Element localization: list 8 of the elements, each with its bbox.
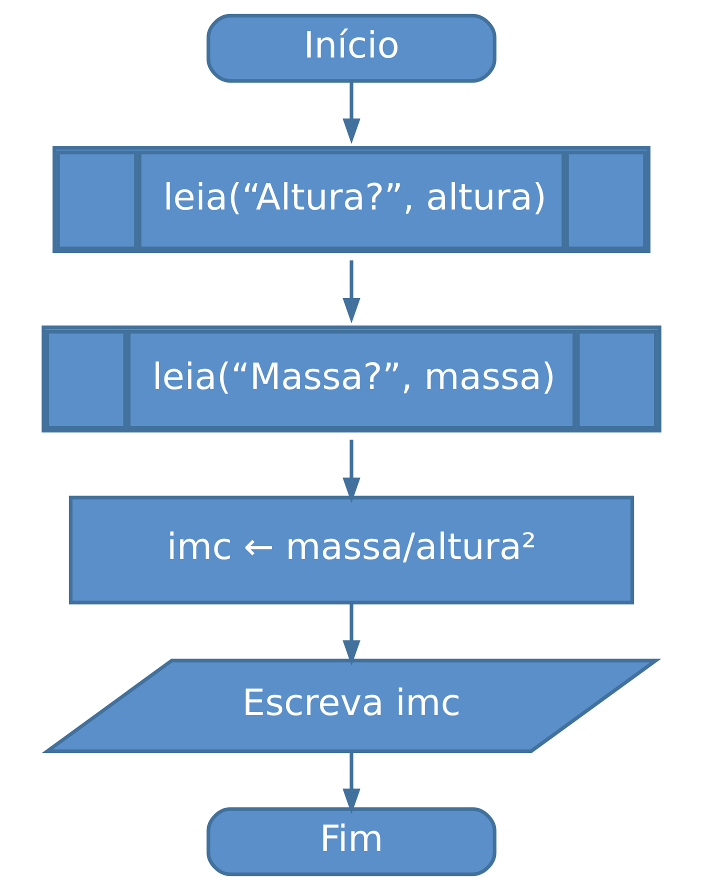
arrow <box>342 260 360 324</box>
arrow <box>342 603 360 666</box>
arrow <box>342 752 360 814</box>
arrow <box>342 440 360 503</box>
node-box: Início <box>206 14 496 83</box>
node-box: imc ← massa/altura² <box>68 496 634 604</box>
node-box: Fim <box>206 807 496 876</box>
arrow <box>342 81 360 144</box>
